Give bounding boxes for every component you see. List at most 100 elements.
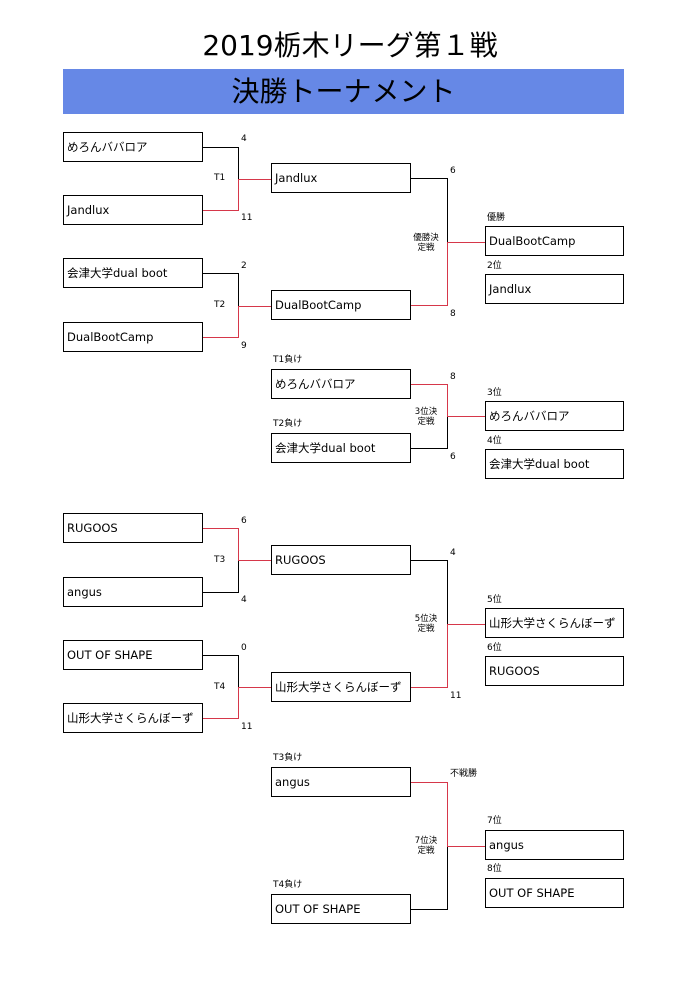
winner-line <box>411 305 447 306</box>
winner-line <box>447 846 485 847</box>
winner-line <box>238 528 239 560</box>
bracket-line <box>447 846 448 910</box>
source-label: T3負け <box>273 753 303 763</box>
match-label: T1 <box>214 173 226 183</box>
result-box-rank8: OUT OF SHAPE <box>485 878 624 908</box>
result-box-rank2: Jandlux <box>485 274 624 304</box>
winner-line <box>447 242 448 306</box>
score: 6 <box>450 452 456 462</box>
team-box-seventh-bottom: OUT OF SHAPE <box>271 894 411 924</box>
score: 8 <box>450 372 456 382</box>
score: 2 <box>241 261 247 271</box>
match-label: 5位決定戦 <box>414 614 438 634</box>
team-box-t2-top: 会津大学dual boot <box>63 258 203 288</box>
score: 6 <box>450 166 456 176</box>
match-label: T4 <box>214 682 226 692</box>
score: 4 <box>450 548 456 558</box>
winner-line <box>238 560 271 561</box>
winner-line <box>203 528 238 529</box>
winner-line <box>238 306 239 338</box>
bracket-line <box>411 560 447 561</box>
bracket-line <box>411 178 447 179</box>
winner-line <box>238 179 239 211</box>
winner-line <box>447 384 448 416</box>
rank-label: 7位 <box>487 816 502 826</box>
winner-line <box>238 179 271 180</box>
winner-line <box>411 384 447 385</box>
score: 6 <box>241 516 247 526</box>
bracket-line <box>411 909 447 910</box>
subtitle-banner: 決勝トーナメント <box>63 69 624 114</box>
result-box-rank6: RUGOOS <box>485 656 624 686</box>
score: 4 <box>241 134 247 144</box>
team-box-third-bottom: 会津大学dual boot <box>271 433 411 463</box>
result-box-rank7: angus <box>485 830 624 860</box>
bracket-line <box>411 448 447 449</box>
page-title: 2019栃木リーグ第１戦 <box>202 29 498 62</box>
team-box-t3-top: RUGOOS <box>63 513 203 543</box>
winner-line <box>238 687 271 688</box>
rank-label: 5位 <box>487 595 502 605</box>
score: 4 <box>241 595 247 605</box>
result-box-rank4: 会津大学dual boot <box>485 449 624 479</box>
bracket-line <box>203 592 238 593</box>
score: 11 <box>241 722 253 732</box>
bracket-line <box>203 147 238 148</box>
team-box-t4-top: OUT OF SHAPE <box>63 640 203 670</box>
winner-line <box>447 624 485 625</box>
forfeit-note: 不戦勝 <box>450 769 478 779</box>
bracket-line <box>238 147 239 179</box>
winner-line <box>238 687 239 719</box>
source-label: T1負け <box>273 355 303 365</box>
winner-line <box>411 687 447 688</box>
team-box-final-bottom: DualBootCamp <box>271 290 411 320</box>
team-box-fifth-top: RUGOOS <box>271 545 411 575</box>
team-box-t2-bottom: DualBootCamp <box>63 322 203 352</box>
rank-label: 6位 <box>487 643 502 653</box>
winner-line <box>203 718 238 719</box>
result-box-rank5: 山形大学さくらんぼーず <box>485 608 624 638</box>
result-box-rank1: DualBootCamp <box>485 226 624 256</box>
winner-line <box>447 782 448 846</box>
winner-line <box>411 782 447 783</box>
match-label: 優勝決定戦 <box>413 233 439 253</box>
rank-label: 3位 <box>487 388 502 398</box>
bracket-line <box>238 560 239 593</box>
rank-label: 2位 <box>487 261 502 271</box>
winner-line <box>447 416 485 417</box>
score: 8 <box>450 309 456 319</box>
winner-line <box>238 306 271 307</box>
bracket-line <box>447 560 448 624</box>
team-box-t1-bottom: Jandlux <box>63 195 203 225</box>
bracket-line <box>203 655 238 656</box>
team-box-seventh-top: angus <box>271 767 411 797</box>
rank-label: 8位 <box>487 864 502 874</box>
team-box-third-top: めろんババロア <box>271 369 411 399</box>
source-label: T4負け <box>273 880 303 890</box>
team-box-t3-bottom: angus <box>63 577 203 607</box>
team-box-final-top: Jandlux <box>271 163 411 193</box>
score: 0 <box>241 643 247 653</box>
bracket-line <box>238 273 239 306</box>
match-label: 7位決定戦 <box>414 836 438 856</box>
score: 11 <box>241 213 253 223</box>
bracket-line <box>238 655 239 687</box>
team-box-t1-top: めろんババロア <box>63 132 203 162</box>
winner-line <box>447 624 448 688</box>
winner-line <box>203 210 238 211</box>
team-box-t4-bottom: 山形大学さくらんぼーず <box>63 703 203 733</box>
match-label: 3位決定戦 <box>414 407 438 427</box>
team-box-fifth-bottom: 山形大学さくらんぼーず <box>271 672 411 702</box>
bracket-line <box>447 178 448 242</box>
bracket-line <box>203 273 238 274</box>
rank-label: 優勝 <box>487 213 506 223</box>
score: 11 <box>450 691 462 701</box>
match-label: T2 <box>214 300 226 310</box>
subtitle: 決勝トーナメント <box>231 75 456 108</box>
bracket-line <box>447 416 448 449</box>
score: 9 <box>241 341 247 351</box>
rank-label: 4位 <box>487 436 502 446</box>
match-label: T3 <box>214 555 226 565</box>
winner-line <box>447 242 485 243</box>
winner-line <box>203 337 238 338</box>
